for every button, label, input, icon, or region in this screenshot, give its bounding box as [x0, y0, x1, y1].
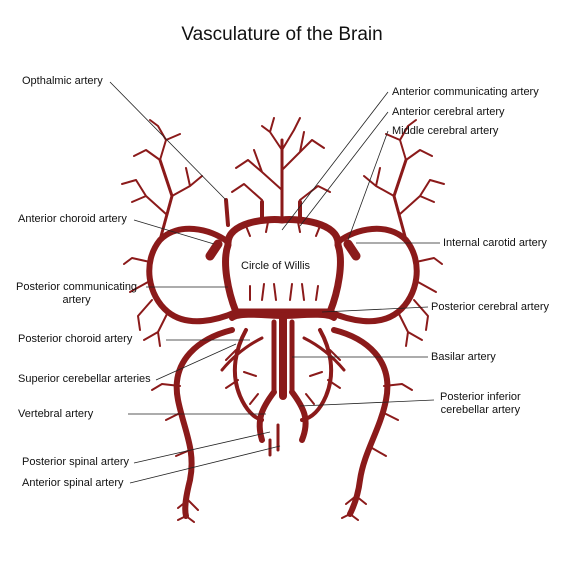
label-anterior-spinal-artery: Anterior spinal artery — [22, 477, 124, 489]
right-cerebellar-loop — [331, 327, 391, 517]
label-circle-of-willis: Circle of Willis — [241, 260, 311, 272]
diagram-title: Vasculature of the Brain — [181, 24, 383, 45]
label-posterior-cerebral-artery: Posterior cerebral artery — [431, 301, 549, 313]
leader-superior-cerebellar — [155, 343, 237, 381]
left-middle-cerebral-vessel — [146, 225, 239, 325]
label-anterior-choroid-artery: Anterior choroid artery — [18, 213, 127, 225]
label-anterior-cerebral-artery: Anterior cerebral artery — [392, 106, 505, 118]
leader-anterior-cerebral — [299, 111, 389, 227]
leader-posterior-cerebral — [321, 306, 429, 313]
left-internal-carotid-vessel — [205, 239, 223, 261]
leader-opthalmic — [109, 81, 227, 201]
label-internal-carotid-artery: Internal carotid artery — [443, 237, 547, 249]
label-posterior-spinal-artery: Posterior spinal artery — [22, 456, 129, 468]
label-posterior-inferior-cerebellar-artery: Posterior inferior cerebellar artery — [440, 391, 521, 416]
branching-vessels — [121, 117, 445, 523]
leader-anterior-spinal — [129, 445, 281, 484]
opthalmic-vessel — [224, 198, 230, 227]
left-inner-loop — [232, 328, 264, 422]
label-posterior-communicating-artery: Posterior communicating artery — [16, 281, 138, 306]
leader-anterior-communicating — [281, 91, 389, 231]
right-inner-loop — [300, 328, 334, 422]
left-vertebral-vessel — [256, 389, 277, 443]
right-internal-carotid-vessel — [343, 239, 361, 261]
label-anterior-communicating-artery: Anterior communicating artery — [392, 86, 539, 98]
arteries — [146, 198, 420, 519]
leader-anterior-choroid — [133, 219, 215, 245]
leader-lines — [109, 81, 440, 484]
right-middle-cerebral-vessel — [327, 225, 420, 325]
label-posterior-choroid-artery: Posterior choroid artery — [18, 333, 133, 345]
leader-middle-cerebral — [347, 130, 389, 241]
leader-posterior-inferior-cerebellar — [299, 399, 435, 407]
right-vertebral-vessel — [289, 389, 309, 443]
superior-cerebellar-vessels — [220, 336, 346, 372]
left-cerebellar-loop — [173, 327, 235, 519]
label-superior-cerebellar-arteries: Superior cerebellar arteries — [18, 373, 151, 385]
label-basilar-artery: Basilar artery — [431, 351, 496, 363]
leader-posterior-spinal — [133, 431, 271, 464]
label-middle-cerebral-artery: Middle cerebral artery — [392, 125, 499, 137]
label-opthalmic-artery: Opthalmic artery — [22, 75, 103, 87]
anterior-cerebral-vessels — [260, 200, 302, 222]
spinal-vessels — [268, 423, 280, 457]
label-vertebral-artery: Vertebral artery — [18, 408, 94, 420]
